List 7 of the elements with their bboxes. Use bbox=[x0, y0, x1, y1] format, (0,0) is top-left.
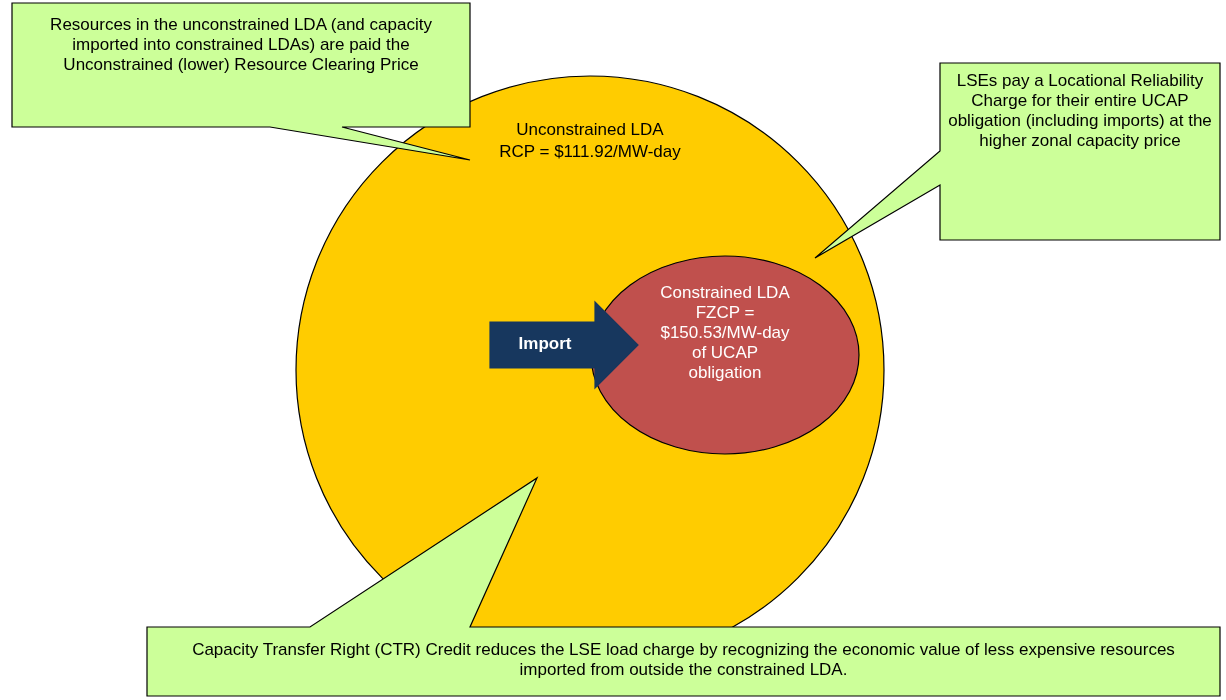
area-label: Unconstrained LDA bbox=[515, 120, 665, 140]
arrow-label: Import bbox=[517, 334, 573, 354]
callout-text: Capacity Transfer Right (CTR) Credit reduces the LSE load charge by recognizing the economic value of less expensive resources imported from outside the constrained LDA. bbox=[191, 640, 1176, 680]
area-label: Constrained LDA FZCP = $150.53/MW-day of UCAP obligation bbox=[660, 283, 790, 383]
callout-text: Resources in the unconstrained LDA (and capacity imported into constrained LDAs) are paid the Unconstrained (lower) Resource Clearing Price bbox=[49, 15, 433, 75]
area-label: RCP = $111.92/MW-day bbox=[498, 142, 682, 162]
callout-text: LSEs pay a Locational Reliability Charge for their entire UCAP obligation (including imports) at the higher zonal capacity price bbox=[947, 71, 1213, 151]
